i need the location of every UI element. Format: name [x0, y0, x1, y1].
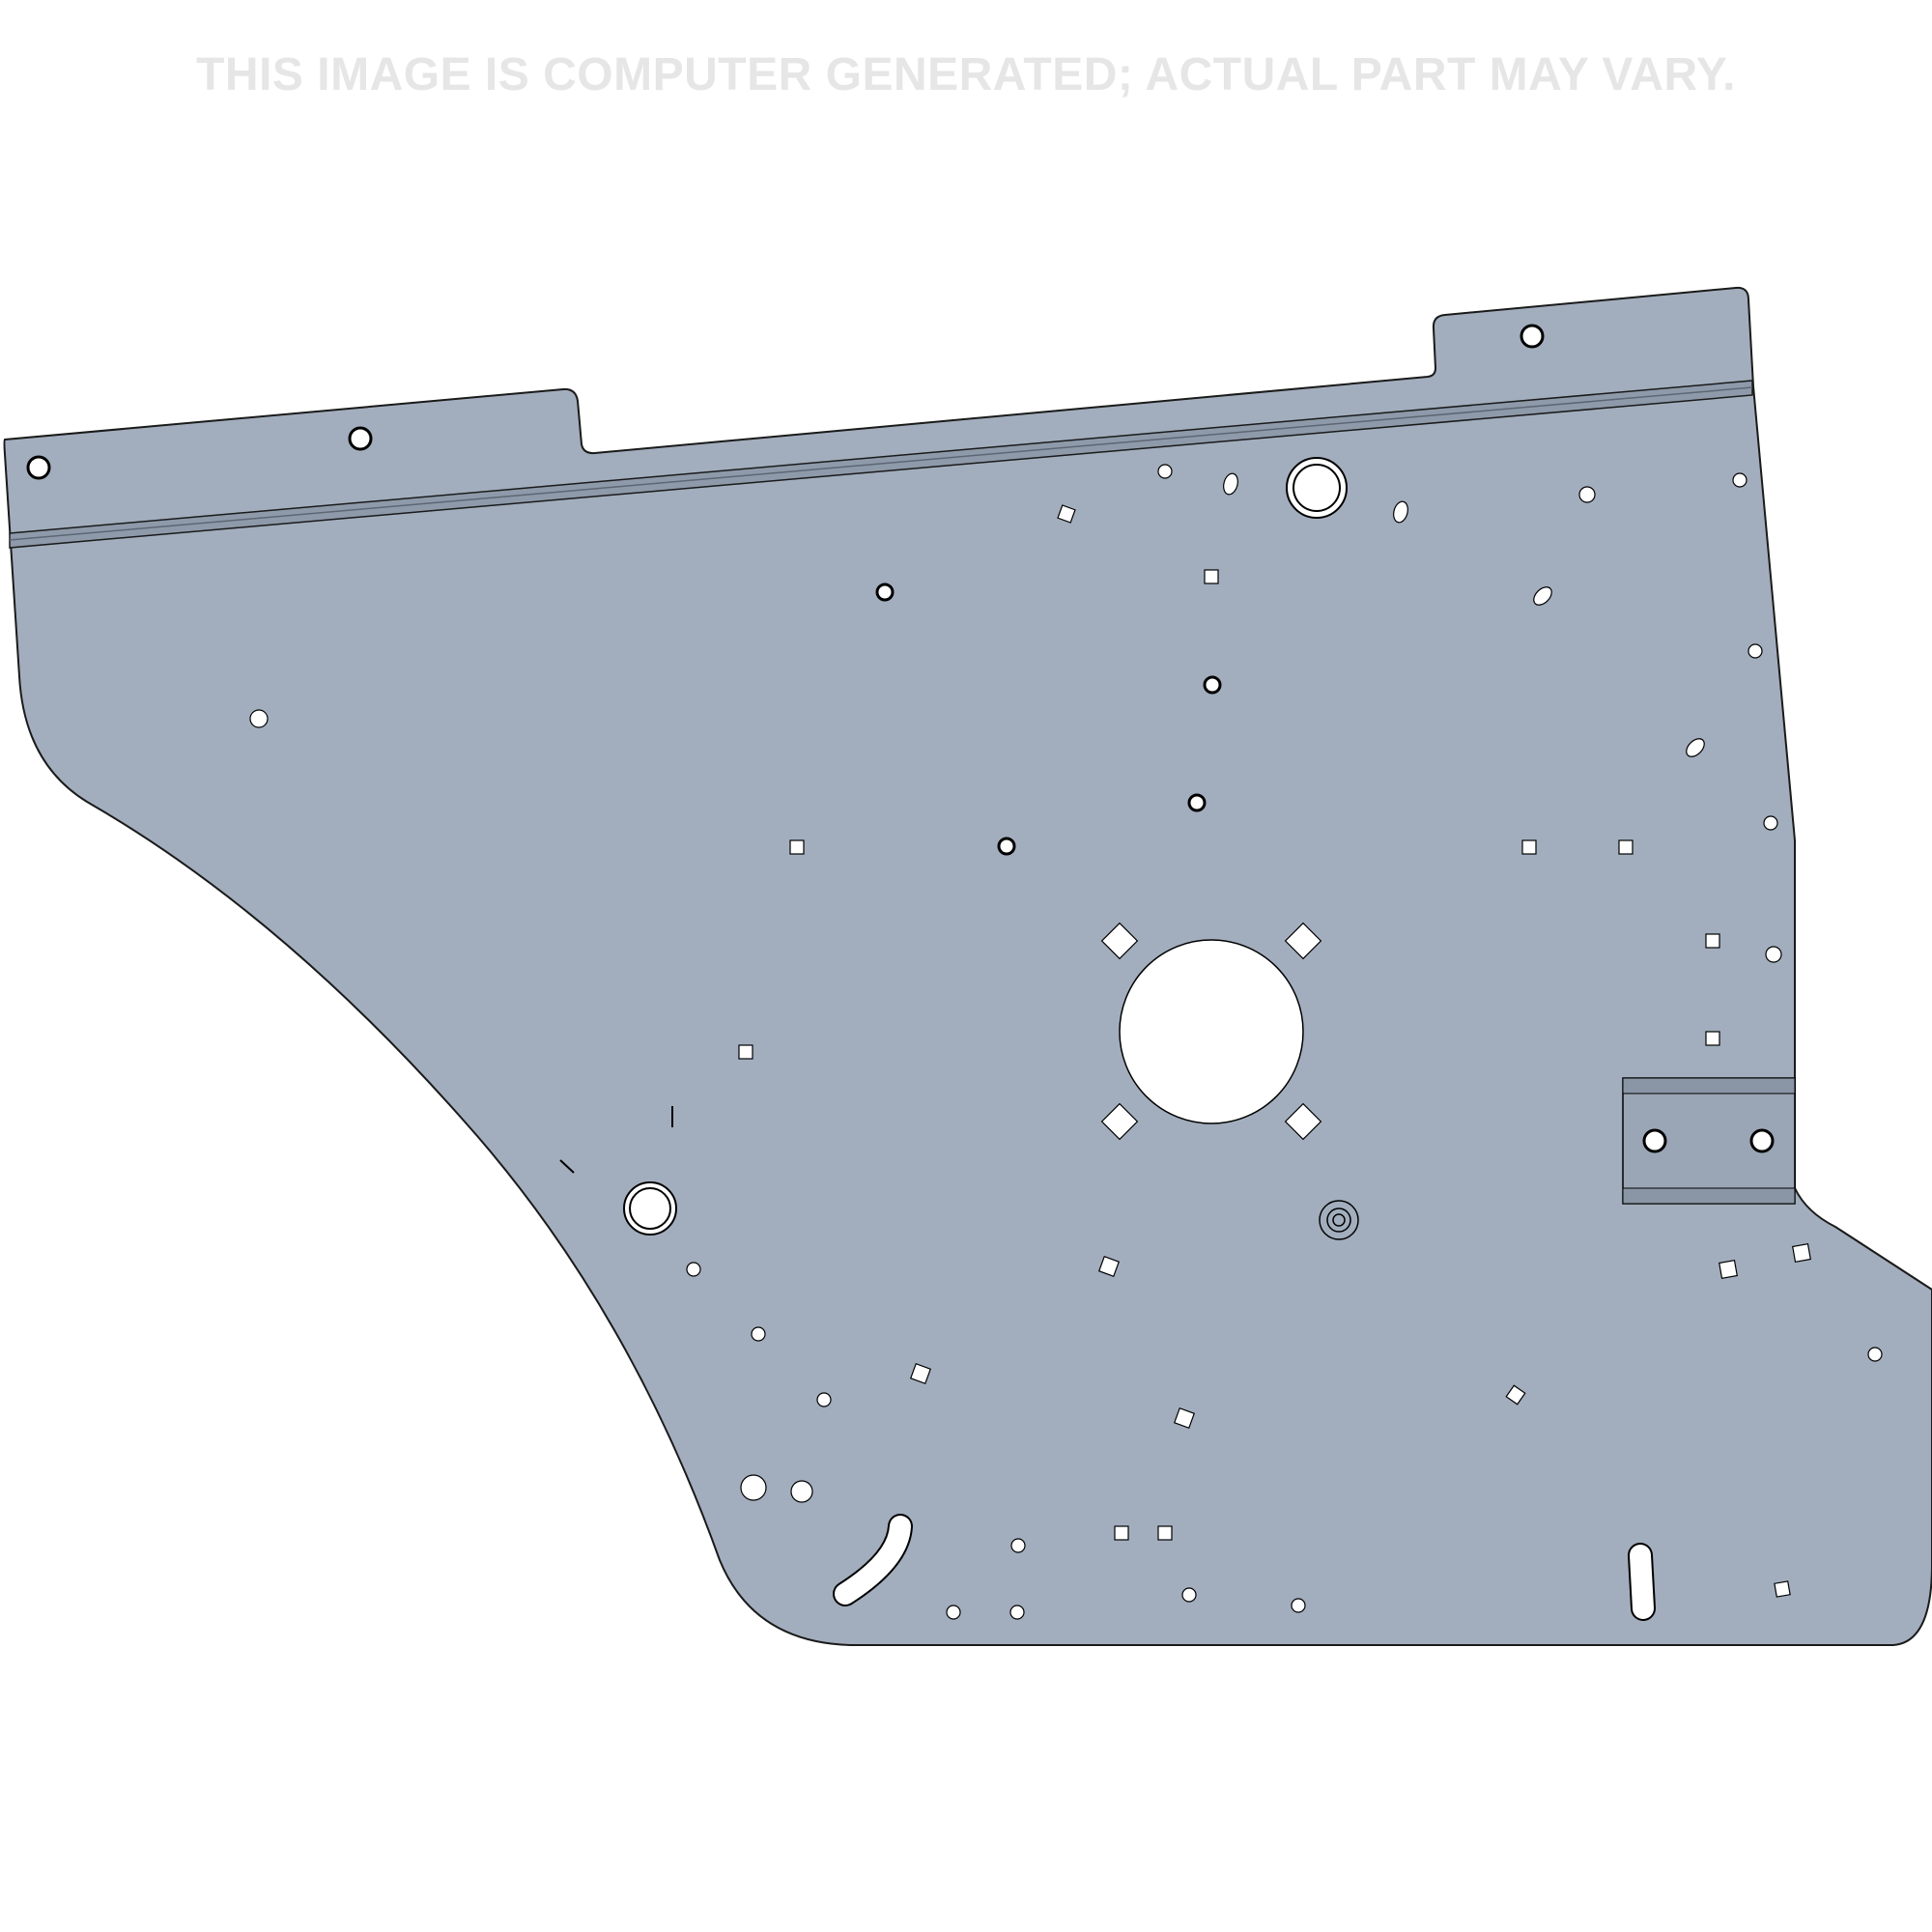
small-round-holes [249, 464, 1883, 1620]
right-bracket [1622, 1077, 1796, 1205]
disclaimer-watermark: THIS IMAGE IS COMPUTER GENERATED; ACTUAL… [196, 49, 1736, 100]
scribe-marks [559, 1106, 673, 1174]
oval-holes [1223, 472, 1705, 757]
stud-fitting [1319, 1200, 1359, 1240]
top-bend-flange [9, 380, 1753, 549]
mounting-holes-top [26, 324, 1545, 856]
square-holes [738, 504, 1811, 1598]
panel-body [3, 286, 1932, 1646]
slots [833, 1514, 1656, 1621]
grommet-holes [623, 457, 1348, 1236]
center-bore [1100, 922, 1322, 1141]
